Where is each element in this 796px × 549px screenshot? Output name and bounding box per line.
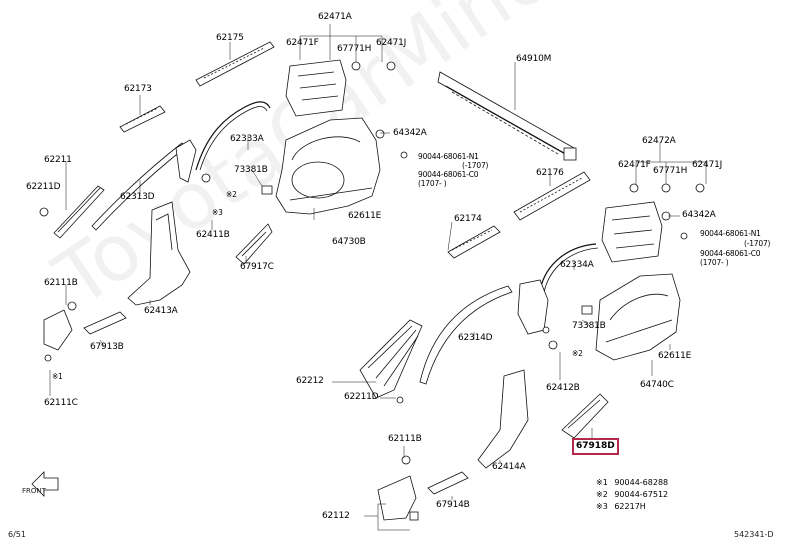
part-67918D-scuff	[561, 393, 609, 439]
label-90044-68061-N1-left: 90044-68061-N1	[418, 152, 479, 161]
label-62211: 62211	[44, 155, 72, 165]
label-62313D: 62313D	[120, 192, 155, 202]
legend-row-2: ※2 90044-67512	[596, 490, 668, 500]
part-67913B-scuff	[83, 311, 127, 335]
label-1707-right: (-1707)	[744, 239, 771, 248]
part-62471A-bracket	[285, 59, 347, 117]
part-62334A-arch	[539, 243, 597, 291]
label-62471J-right: 62471J	[692, 160, 723, 170]
label-62111B-left: 62111B	[44, 278, 78, 288]
part-62174-strip	[447, 225, 501, 259]
legend-mark-2: ※2	[596, 490, 608, 499]
highlighted-part-67918D[interactable]: 67918D	[572, 438, 619, 455]
part-64730B-quarter-trim	[275, 117, 381, 215]
part-62314D-trim	[419, 285, 513, 385]
label-73381B-right: 73381B	[572, 321, 606, 331]
legend-part-3: 62217H	[614, 502, 646, 511]
label-1707-left: (-1707)	[462, 161, 489, 170]
label-64342A-right: 64342A	[682, 210, 716, 220]
legend-part-1: 90044-68288	[614, 478, 669, 487]
part-62414A-pillar	[477, 369, 529, 469]
label-67917C: 67917C	[240, 262, 274, 272]
label-1707b-right: (1707- )	[700, 258, 729, 267]
label-62211D: 62211D	[26, 182, 61, 192]
label-62611E-left: 62611E	[348, 211, 382, 221]
part-62413A-pillar	[127, 201, 191, 306]
mark-2-b: ※2	[572, 349, 583, 358]
label-73381B-left: 73381B	[234, 165, 268, 175]
part-62412B-pillar	[517, 279, 549, 335]
label-62471J-left: 62471J	[376, 38, 407, 48]
fastener-90044-l	[400, 151, 408, 159]
mark-3-a: ※3	[212, 208, 223, 217]
mark-2-a: ※2	[226, 190, 237, 199]
part-64740C-quarter-trim	[595, 273, 681, 361]
part-62333A-arch	[195, 101, 271, 171]
part-64910M-tonneau	[437, 71, 577, 161]
leader-lines	[49, 24, 707, 531]
label-64342A-left: 64342A	[393, 128, 427, 138]
part-62111B-bracket-l	[43, 309, 73, 351]
label-67914B: 67914B	[436, 500, 470, 510]
legend-mark-1: ※1	[596, 478, 608, 487]
label-67771H-left: 67771H	[337, 44, 372, 54]
label-62333A: 62333A	[230, 134, 264, 144]
label-62111B-bottom: 62111B	[388, 434, 422, 444]
part-62173-strip	[119, 105, 166, 133]
footer-right-code: 542341-D	[734, 530, 774, 539]
footer-left-page: 6/51	[8, 530, 26, 539]
label-62413A: 62413A	[144, 306, 178, 316]
label-64730B: 64730B	[332, 237, 366, 247]
label-62412B: 62412B	[546, 383, 580, 393]
mark-1-a: ※1	[52, 372, 63, 381]
fastener-62471J-l	[386, 61, 396, 71]
fastener-62211D	[39, 207, 49, 217]
part-62411B-upper	[175, 139, 197, 183]
label-64910M: 64910M	[516, 54, 552, 64]
label-62472A: 62472A	[642, 136, 676, 146]
legend-row-3: ※3 62217H	[596, 502, 646, 512]
fastener-mark2-a	[201, 173, 211, 183]
label-62314D: 62314D	[458, 333, 493, 343]
label-62471F-left: 62471F	[286, 38, 319, 48]
label-90044-68061-C0-left: 90044-68061-C0	[418, 170, 479, 179]
label-62111C: 62111C	[44, 398, 78, 408]
label-62174: 62174	[454, 214, 482, 224]
label-62176: 62176	[536, 168, 564, 178]
label-62414A: 62414A	[492, 462, 526, 472]
front-label: FRONT	[22, 487, 46, 495]
fastener-64342A-l	[375, 129, 385, 139]
legend-row-1: ※1 90044-68288	[596, 478, 668, 488]
label-62411B: 62411B	[196, 230, 230, 240]
label-67913B: 67913B	[90, 342, 124, 352]
part-62176-strip	[513, 171, 591, 221]
label-62334A: 62334A	[560, 260, 594, 270]
label-90044-68061-C0-right: 90044-68061-C0	[700, 249, 761, 258]
part-73381B-clip-right	[581, 305, 593, 315]
label-62471A: 62471A	[318, 12, 352, 22]
part-62211-pillar	[53, 185, 105, 239]
label-62175: 62175	[216, 33, 244, 43]
label-62611E-right: 62611E	[658, 351, 692, 361]
label-1707b-left: (1707- )	[418, 179, 447, 188]
label-90044-68061-N1-right: 90044-68061-N1	[700, 229, 761, 238]
label-62211D-bottom: 62211D	[344, 392, 379, 402]
part-62212-pillar	[359, 319, 423, 399]
label-67771H-right: 67771H	[653, 166, 688, 176]
label-62471F-right: 62471F	[618, 160, 651, 170]
legend-mark-3: ※3	[596, 502, 608, 511]
label-62212: 62212	[296, 376, 324, 386]
part-73381B-clip-left	[261, 185, 273, 195]
legend-part-2: 90044-67512	[614, 490, 669, 499]
label-64740C: 64740C	[640, 380, 674, 390]
part-62175-strip	[195, 41, 275, 87]
front-arrow-icon	[31, 471, 59, 497]
fastener-67771H-l	[351, 61, 361, 71]
part-67914B-scuff	[427, 471, 469, 495]
label-62173: 62173	[124, 84, 152, 94]
part-62112-bracket	[377, 475, 417, 521]
label-62112: 62112	[322, 511, 350, 521]
